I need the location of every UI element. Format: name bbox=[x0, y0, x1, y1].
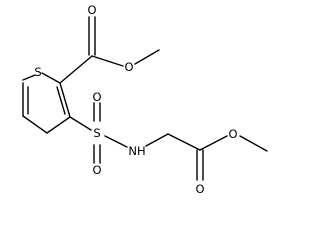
bond-n-ch2 bbox=[145, 133, 169, 147]
bond-s-n bbox=[104, 135, 128, 148]
atom-o-sulfonyl-bottom: O bbox=[92, 163, 101, 177]
atom-s-sulfonyl: S bbox=[93, 126, 100, 140]
bond-c2-ccarbonyl bbox=[59, 55, 93, 84]
atom-o-carbonyl-top: O bbox=[87, 3, 96, 17]
structure-diagram: S O O S O O NH O O bbox=[22, 3, 268, 196]
bond-c3-c3a bbox=[46, 116, 71, 134]
bond-c4-c3 bbox=[22, 115, 48, 134]
bond-oester-methyl bbox=[134, 49, 160, 65]
atom-o-sulfonyl-top: O bbox=[92, 90, 101, 104]
bond-cester-oright bbox=[199, 135, 228, 151]
bond-c2-s bbox=[41, 72, 61, 84]
atom-s-ring: S bbox=[34, 65, 41, 79]
atom-nh: NH bbox=[128, 144, 145, 158]
structure-canvas: S O O S O O NH O O bbox=[22, 3, 268, 196]
atom-o-ester-top: O bbox=[124, 60, 133, 74]
bond-c3a-c2-inner bbox=[56, 86, 66, 115]
bond-ch2-cester bbox=[167, 133, 201, 151]
atom-o-carbonyl-bottom: O bbox=[195, 182, 204, 196]
atom-o-ester-right: O bbox=[228, 127, 237, 141]
bond-c3a-s bbox=[69, 116, 92, 131]
bond-s-c5 bbox=[22, 74, 36, 81]
bond-oright-methyl bbox=[239, 135, 268, 152]
bond-c3a-c2 bbox=[59, 82, 71, 118]
bond-ccarbonyl-oester bbox=[91, 55, 124, 67]
